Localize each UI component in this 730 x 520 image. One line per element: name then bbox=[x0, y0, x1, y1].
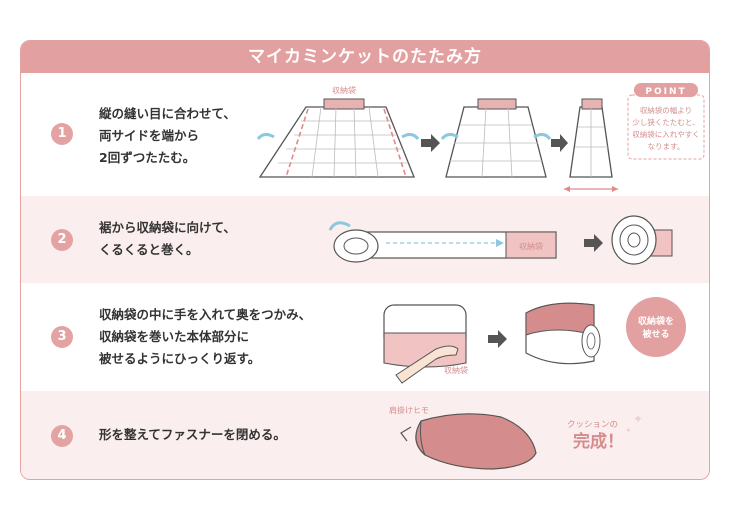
shoulder-strap-label: 肩掛けヒモ bbox=[389, 405, 429, 415]
bag-label: 収納袋 bbox=[519, 241, 543, 251]
step-number: 2 bbox=[51, 229, 73, 251]
step-text: 形を整えてファスナーを閉める。 bbox=[99, 427, 286, 442]
step-text: 縦の縫い目に合わせて、 両サイドを端から 2回ずつたたむ。 bbox=[99, 106, 236, 165]
point-text-line: 少し狭くたたむと、 bbox=[632, 117, 699, 127]
point-text-line: 収納袋の幅より bbox=[640, 105, 692, 115]
next-arrow-icon bbox=[551, 134, 568, 152]
point-text-line: 収納袋に入れやすく bbox=[632, 129, 700, 139]
page-title: マイカミンケットのたたみ方 bbox=[21, 41, 709, 73]
bag-flipped bbox=[525, 302, 601, 365]
step-2: 2 裾から収納袋に向けて、 くるくると巻く。 収納袋 bbox=[21, 196, 709, 283]
done-main-label: 完成！ bbox=[573, 431, 624, 452]
step-text: 収納袋の中に手を入れて奥をつかみ、 収納袋を巻いた本体部分に 被せるようにひっく… bbox=[99, 307, 312, 366]
step-number: 1 bbox=[51, 123, 73, 145]
bag-label: 収納袋 bbox=[444, 365, 468, 375]
point-badge: POINT bbox=[645, 87, 686, 97]
step-4-illustration: 肩掛けヒモ クッションの 完成！ ✦ ✦ bbox=[389, 405, 643, 470]
hand-in-bag bbox=[383, 304, 467, 384]
cover-bubble-line: 被せる bbox=[642, 328, 669, 340]
fold-arrow-left-icon bbox=[440, 132, 459, 140]
sparkle-icon: ✦ bbox=[633, 412, 643, 426]
point-text-line: なります。 bbox=[648, 142, 685, 151]
finished-cushion bbox=[400, 413, 537, 470]
roll-arrow-icon bbox=[328, 221, 351, 231]
sparkle-icon: ✦ bbox=[625, 426, 632, 435]
blanket-rolled bbox=[611, 215, 673, 265]
fold-arrow-right-icon bbox=[401, 132, 420, 140]
step-2-illustration: 収納袋 bbox=[328, 215, 673, 265]
blanket-folded-once bbox=[445, 98, 547, 178]
blanket-rolling bbox=[333, 229, 557, 263]
step-3: 3 収納袋の中に手を入れて奥をつかみ、 収納袋を巻いた本体部分に 被せるようにひ… bbox=[21, 283, 709, 391]
step-text: 裾から収納袋に向けて、 くるくると巻く。 bbox=[99, 220, 236, 257]
bag-label: 収納袋 bbox=[332, 85, 356, 95]
fold-arrow-left-icon bbox=[256, 132, 275, 140]
blanket-folded-twice bbox=[564, 98, 618, 192]
step-number: 3 bbox=[51, 326, 73, 348]
cover-bubble: 収納袋を 被せる bbox=[626, 297, 686, 357]
step-number: 4 bbox=[51, 425, 73, 447]
done-sub-label: クッションの bbox=[567, 420, 618, 430]
next-arrow-icon bbox=[421, 134, 440, 152]
next-arrow-icon bbox=[584, 234, 603, 252]
step-1: 1 縦の縫い目に合わせて、 両サイドを端から 2回ずつたたむ。 収納袋 bbox=[21, 73, 709, 196]
folding-instructions-card: マイカミンケットのたたみ方 1 縦の縫い目に合わせて、 両サイドを端から 2回ず… bbox=[20, 40, 710, 480]
step-1-illustration: 収納袋 bbox=[256, 83, 705, 192]
cover-bubble-line: 収納袋を bbox=[638, 315, 674, 327]
next-arrow-icon bbox=[488, 330, 507, 348]
blanket-unfolded bbox=[258, 98, 415, 178]
point-note: POINT 収納袋の幅より 少し狭くたたむと、 収納袋に入れやすく なります。 bbox=[627, 83, 705, 160]
fold-arrow-right-icon bbox=[533, 132, 552, 140]
step-3-illustration: 収納袋 収納袋を 被せる bbox=[383, 297, 686, 384]
step-4: 4 形を整えてファスナーを閉める。 肩掛けヒモ クッションの 完成！ ✦ ✦ bbox=[21, 391, 709, 479]
